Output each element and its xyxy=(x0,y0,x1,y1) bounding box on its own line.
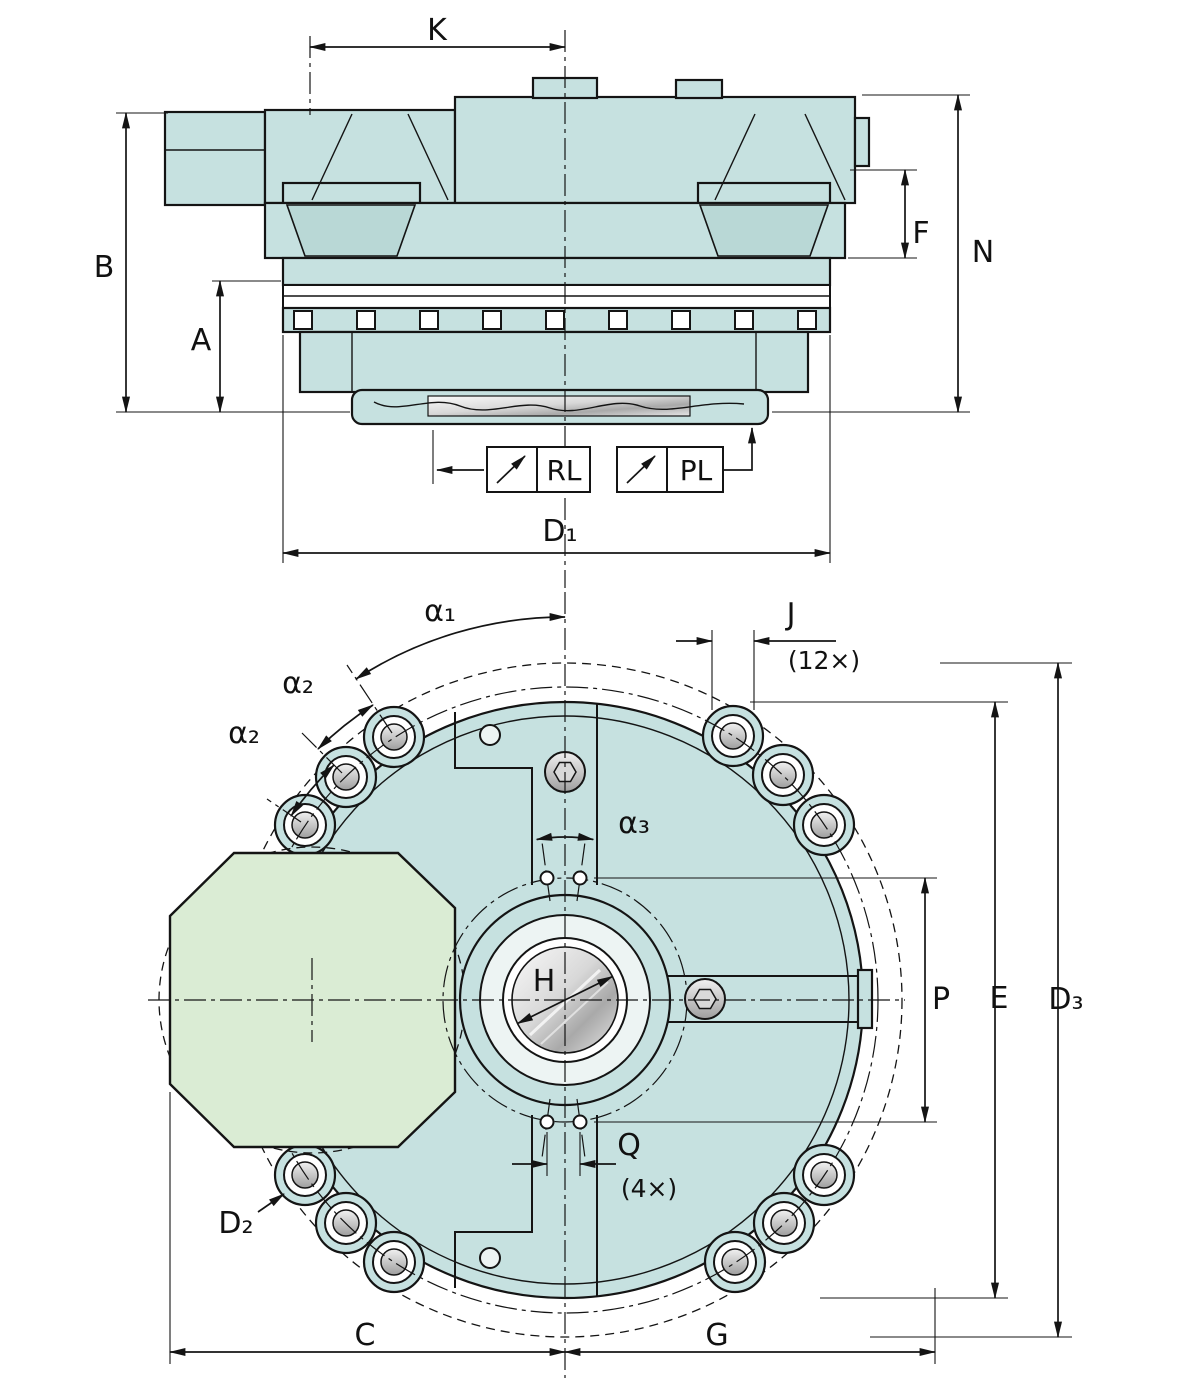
dim-label-k: K xyxy=(427,13,448,48)
input-shaft-block xyxy=(163,110,267,207)
port-callout-RL: RL xyxy=(432,430,591,493)
gauge-needle-icon xyxy=(626,455,656,484)
break-line xyxy=(373,401,745,412)
bottom-bore-slot xyxy=(427,395,691,417)
dim-C: C xyxy=(168,1092,567,1364)
pin-hole-bottom xyxy=(479,1247,501,1269)
dim-label-a: A xyxy=(191,323,212,358)
flange-step-left xyxy=(281,181,422,205)
dim-label-h: H xyxy=(533,964,556,999)
dim-D3: D₃ xyxy=(870,661,1084,1339)
dim-G: G xyxy=(563,1288,937,1364)
dim-label-g: G xyxy=(705,1318,728,1353)
rib-line-3 xyxy=(714,113,756,201)
dim-alpha1: α₁ xyxy=(355,594,567,680)
port-callout-PL: PL xyxy=(616,426,757,493)
front-view: α₁ α₂ α₂ α₃ J (12×) H xyxy=(148,592,1084,1378)
rib-line-1 xyxy=(311,113,353,201)
dim-P: P xyxy=(594,876,950,1124)
dim-J: J (12×) xyxy=(676,597,860,710)
hole-radials xyxy=(266,664,393,823)
dim-label-e: E xyxy=(990,981,1009,1016)
dim-N: N xyxy=(772,93,994,414)
dim-label-j-count: (12×) xyxy=(788,646,860,675)
dim-label-n: N xyxy=(972,235,994,270)
dim-alpha2-a: α₂ xyxy=(282,666,374,750)
dim-A: A xyxy=(191,279,281,414)
dim-alpha3: α₃ xyxy=(535,806,650,841)
side-view: K B A F N D₁ xyxy=(94,13,994,588)
q-holes-4x xyxy=(539,841,588,1159)
dim-label-b: B xyxy=(94,250,115,285)
dim-label-alpha1: α₁ xyxy=(424,594,456,629)
dim-label-d3: D₃ xyxy=(1048,982,1083,1017)
dim-D1: D₁ xyxy=(281,335,832,563)
dim-label-q-count: (4×) xyxy=(621,1174,677,1203)
dim-label-c: C xyxy=(355,1318,376,1353)
hex-screw-right xyxy=(684,978,726,1020)
side-tab xyxy=(853,116,871,168)
port-label-pl: PL xyxy=(680,454,713,487)
top-lug-right xyxy=(674,78,724,100)
dim-label-q: Q xyxy=(617,1128,641,1163)
dim-B: B xyxy=(94,111,350,414)
dim-label-d2: D₂ xyxy=(218,1206,253,1241)
dim-label-f: F xyxy=(912,216,929,251)
parting-lines xyxy=(454,704,598,1296)
ring-plate xyxy=(281,256,832,287)
dim-label-alpha3: α₃ xyxy=(618,806,650,841)
pin-hole-top xyxy=(479,724,501,746)
hex-socket-icon xyxy=(693,988,717,1010)
dim-label-alpha2-a: α₂ xyxy=(282,666,314,701)
gauge-needle-icon xyxy=(496,455,526,484)
dim-H: H xyxy=(516,964,614,1025)
dim-D2: D₂ xyxy=(218,1193,285,1241)
dim-E: E xyxy=(750,700,1009,1300)
port-label-rl: RL xyxy=(546,454,581,487)
rib-line-4 xyxy=(804,113,846,201)
side-channel xyxy=(667,968,874,1030)
dim-Q: Q (4×) xyxy=(512,1128,677,1203)
rib-line-2 xyxy=(407,113,449,201)
dim-label-d1: D₁ xyxy=(542,514,577,549)
lower-housing xyxy=(298,330,810,394)
bolt-heads-row xyxy=(293,310,817,330)
flange-rib-left xyxy=(285,204,417,257)
dim-F: F xyxy=(848,168,930,260)
flange-rib-right xyxy=(698,204,830,257)
dim-alpha2-b: α₂ xyxy=(228,716,335,817)
dim-label-alpha2-b: α₂ xyxy=(228,716,260,751)
dim-label-p: P xyxy=(932,982,950,1017)
dim-K: K xyxy=(308,13,567,52)
dim-label-j: J xyxy=(785,597,796,632)
